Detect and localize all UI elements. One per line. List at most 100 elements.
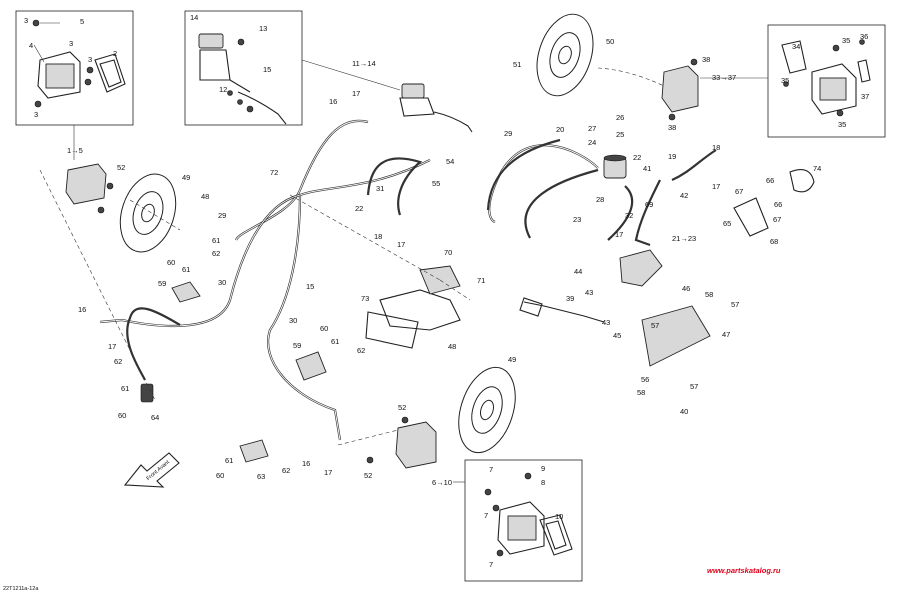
callout: 3 <box>24 16 28 25</box>
brake-disc-front-right <box>458 366 516 454</box>
callout: 50 <box>606 37 614 46</box>
callout: 48 <box>201 192 209 201</box>
callout: 54 <box>446 157 454 166</box>
callout: 20 <box>556 125 564 134</box>
callout: 52 <box>364 471 372 480</box>
caliper-front-left-assembly <box>65 163 114 214</box>
callout: 37 <box>861 92 869 101</box>
callout: 42 <box>680 191 688 200</box>
brake-disc-rear <box>536 13 594 97</box>
callout: 39 <box>566 294 574 303</box>
callout: 62 <box>114 357 122 366</box>
callout: 60 <box>216 471 224 480</box>
callout: 33→37 <box>712 73 736 82</box>
callout: 29 <box>218 211 226 220</box>
callout: 30 <box>289 316 297 325</box>
callout: 43 <box>585 288 593 297</box>
callout: 61 <box>121 384 129 393</box>
callout: 59 <box>158 279 166 288</box>
inset-master-cylinder <box>184 10 303 126</box>
callout: 32 <box>625 211 633 220</box>
callout: 5 <box>80 17 84 26</box>
callout: 57 <box>690 382 698 391</box>
callout: 18 <box>712 143 720 152</box>
callout: 43 <box>602 318 610 327</box>
callout: 30 <box>218 278 226 287</box>
callout: 56 <box>641 375 649 384</box>
callout: 71 <box>477 276 485 285</box>
callout: 3 <box>69 39 73 48</box>
callout: 61 <box>331 337 339 346</box>
callout: 38 <box>668 123 676 132</box>
callout: 17 <box>397 240 405 249</box>
callout: 47 <box>722 330 730 339</box>
callout: 17 <box>108 342 116 351</box>
callout: 69 <box>645 200 653 209</box>
callout: 12 <box>219 85 227 94</box>
callout: 63 <box>257 472 265 481</box>
callout: 35 <box>781 76 789 85</box>
front-direction-arrow: Front Avant <box>123 452 180 488</box>
callout: 65 <box>723 219 731 228</box>
callout: 29 <box>504 129 512 138</box>
caliper-front-right-assembly <box>366 416 437 469</box>
callout: 11→14 <box>352 59 376 68</box>
callout: 49 <box>508 355 516 364</box>
callout: 66 <box>766 176 774 185</box>
callout: 15 <box>263 65 271 74</box>
callout: 72 <box>270 168 278 177</box>
inset-front-left-caliper <box>15 10 134 126</box>
callout: 3 <box>88 55 92 64</box>
inset-rear-caliper-right <box>767 24 886 138</box>
callout: 64 <box>151 413 159 422</box>
master-cylinder-assembly <box>399 83 473 133</box>
callout: 60 <box>320 324 328 333</box>
callout: 35 <box>842 36 850 45</box>
callout: 59 <box>293 341 301 350</box>
brake-reservoir <box>603 154 627 179</box>
callout: 3 <box>34 110 38 119</box>
callout: 17 <box>712 182 720 191</box>
abs-module-bracket <box>365 265 461 349</box>
watermark-url: www.partskatalog.ru <box>707 566 781 575</box>
callout: 52 <box>398 403 406 412</box>
callout: 60 <box>167 258 175 267</box>
callout: 35 <box>838 120 846 129</box>
callout: 36 <box>860 32 868 41</box>
callout: 16 <box>78 305 86 314</box>
callout: 57 <box>731 300 739 309</box>
callout: 16 <box>302 459 310 468</box>
callout: 17 <box>615 230 623 239</box>
callout: 23 <box>573 215 581 224</box>
callout: 8 <box>541 478 545 487</box>
callout: 6→10 <box>432 478 452 487</box>
reference-code: 22T1211a-12a <box>3 586 39 592</box>
callout: 58 <box>705 290 713 299</box>
callout: 38 <box>702 55 710 64</box>
inset-front-right-caliper <box>464 459 583 582</box>
callout: 15 <box>306 282 314 291</box>
callout: 4 <box>29 41 33 50</box>
callout: 67 <box>735 187 743 196</box>
callout: 73 <box>361 294 369 303</box>
callout: 24 <box>588 138 596 147</box>
callout: 48 <box>448 342 456 351</box>
callout: 62 <box>357 346 365 355</box>
callout: 14 <box>190 13 198 22</box>
callout: 46 <box>682 284 690 293</box>
brake-pedal-assembly <box>519 169 815 367</box>
callout: 67 <box>773 215 781 224</box>
brake-lines <box>99 119 717 441</box>
callout: 26 <box>616 113 624 122</box>
callout: 44 <box>574 267 582 276</box>
abs-sensors <box>140 281 327 463</box>
callout: 31 <box>376 184 384 193</box>
caliper-rear-assembly <box>661 58 699 121</box>
callout: 57 <box>651 321 659 330</box>
brake-disc-front-left <box>119 173 177 253</box>
callout: 60 <box>118 411 126 420</box>
callout: 1→5 <box>67 146 83 155</box>
callout: 10 <box>555 512 563 521</box>
callout: 61 <box>182 265 190 274</box>
callout: 34 <box>792 42 800 51</box>
